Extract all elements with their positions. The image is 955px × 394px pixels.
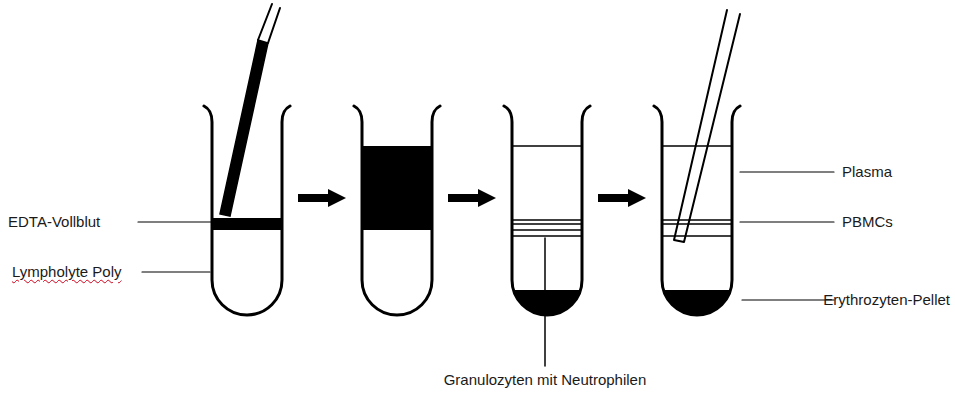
layer-label: Plasma: [842, 163, 892, 181]
layer-label: PBMCs: [842, 213, 893, 231]
label-text: Erythrozyten-Pellet: [823, 291, 950, 308]
tube-label: EDTA-Vollblut: [8, 213, 100, 231]
label-text: PBMCs: [842, 213, 893, 230]
tube-label: Lympholyte Poly: [12, 263, 122, 281]
label-text: Granulozyten mit Neutrophilen: [444, 371, 647, 388]
layer-label: Erythrozyten-Pellet: [823, 291, 950, 309]
label-text: Lympholyte Poly: [12, 263, 122, 280]
layer-label: Granulozyten mit Neutrophilen: [444, 371, 647, 389]
label-text: Plasma: [842, 163, 892, 180]
label-text: EDTA-Vollblut: [8, 213, 100, 230]
